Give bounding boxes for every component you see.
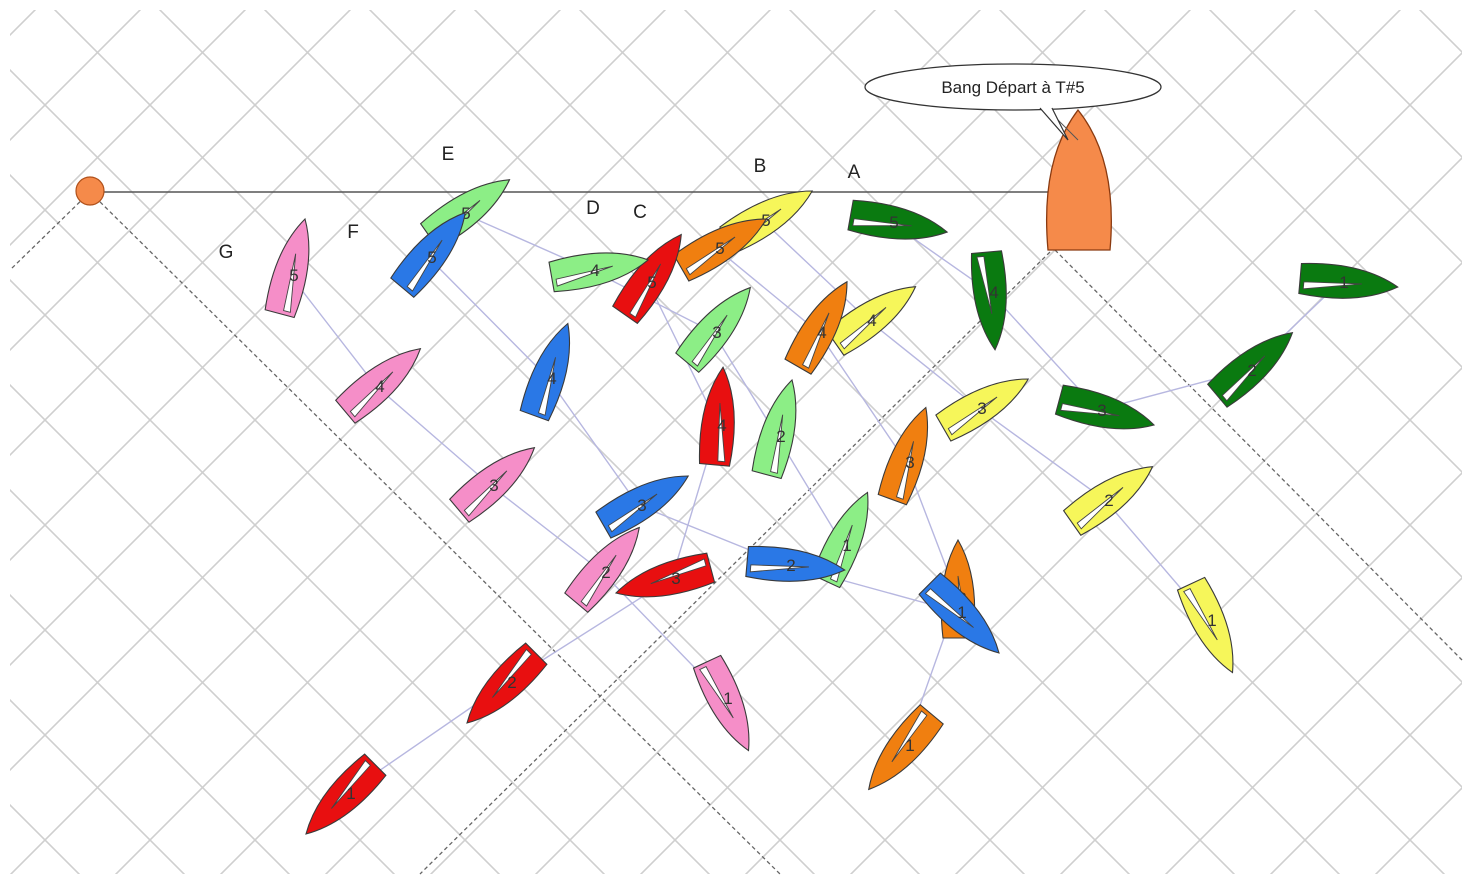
boat-d-position [455,642,548,735]
position-number: 3 [637,496,646,515]
boat-letter-d: D [586,198,600,219]
boat-letter-a: A [848,162,861,183]
position-number: 5 [427,248,436,267]
boat-d-position [294,753,387,846]
grid-line [0,0,780,876]
position-number: 3 [489,476,498,495]
boat-letter-e: E [442,144,455,165]
grid-line [0,0,465,876]
boat-e-group: 5 4 3 2 1 [420,166,883,588]
position-number: 1 [1207,611,1216,630]
position-number: 3 [671,569,680,588]
position-number: 5 [715,239,724,258]
grid-line [1140,0,1464,876]
layline [90,192,780,874]
position-number: 1 [723,689,732,708]
position-number: 2 [601,563,610,582]
boat-a-position [848,199,950,249]
layline [10,192,90,270]
boat-letter-b: B [754,156,767,177]
boat-letter-f: F [347,222,359,243]
grid-line [1455,0,1464,876]
grid-line [0,0,315,876]
grid-line [0,0,735,876]
committee-boat [1047,110,1112,250]
position-number: 2 [776,427,785,446]
grid-line [0,0,630,876]
position-number: 5 [889,213,898,232]
layline [1055,250,1462,660]
grid-line [0,0,210,876]
position-number: 2 [786,556,795,575]
position-number: 4 [547,369,556,388]
position-number: 4 [867,311,876,330]
callout-text: Bang Départ à T#5 [941,78,1084,97]
position-number: 3 [977,399,986,418]
position-number: 2 [507,673,516,692]
position-number: 1 [842,536,851,555]
grid-line [1200,0,1464,876]
position-number: 1 [346,784,355,803]
grid-line [0,0,105,876]
position-number: 4 [375,377,384,396]
position-number: 2 [1104,491,1113,510]
position-number: 4 [817,323,826,342]
position-number: 4 [590,261,599,280]
boat-a-group: 5 4 3 2 1 [848,199,1400,442]
grid-line [0,0,570,876]
position-number: 5 [289,266,298,285]
grid-line [0,0,255,876]
position-number: 3 [1097,401,1106,420]
boat-tracks [290,213,1340,793]
boat-hull [294,753,387,846]
position-number: 4 [989,283,998,302]
grid-line [1350,0,1464,876]
pin-end-buoy [76,177,104,205]
grid-line [90,0,990,876]
grid-line [0,0,45,876]
track-a [890,222,1340,410]
position-number: 1 [957,603,966,622]
position-number: 4 [717,416,726,435]
grid-line [0,0,150,876]
grid-line [0,0,675,876]
position-number: 3 [905,453,914,472]
boat-a-position [1299,262,1400,304]
position-number: 3 [712,323,721,342]
position-number: 1 [1339,273,1348,292]
grid-line [195,0,1095,876]
grid-line [45,0,945,876]
grid-line [510,0,1410,876]
position-number: 1 [905,736,914,755]
position-number: 2 [1247,361,1256,380]
boat-hull [455,642,548,735]
grid-line [360,0,1260,876]
boats-layer: 54321543215432154321543215432154321 [264,166,1400,846]
position-number: 5 [647,273,656,292]
boat-letter-c: C [633,202,647,223]
grid-line [405,0,1305,876]
boat-letter-g: G [219,242,234,263]
